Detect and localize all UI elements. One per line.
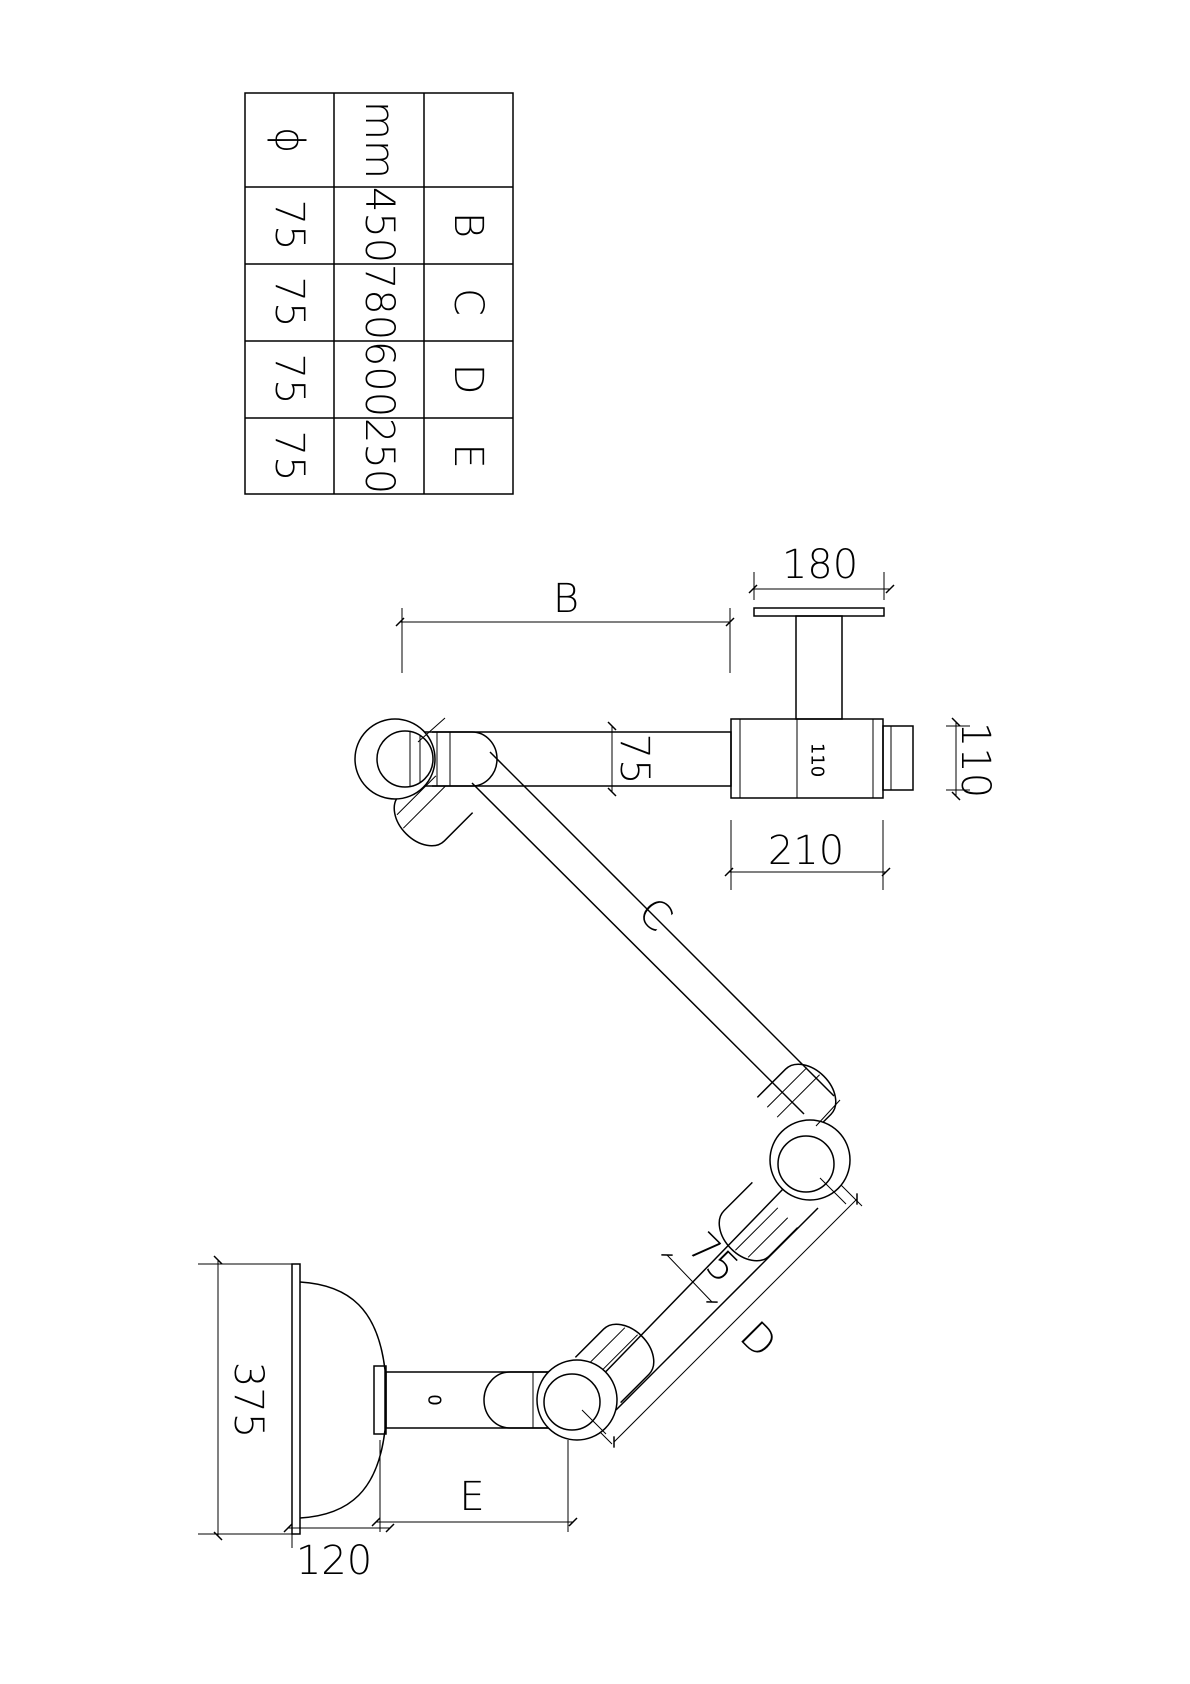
arm-b-diameter: 75 — [611, 734, 657, 785]
dim-120: 120 — [283, 1523, 395, 1584]
table-border — [244, 92, 514, 495]
mount-plate — [753, 607, 885, 617]
row-c-mm: 780 — [356, 264, 402, 340]
dim-b-label: B — [553, 576, 579, 622]
joint-bottom — [536, 1359, 618, 1441]
row-e-diameter: 75 — [266, 431, 312, 482]
diameter-header: ϕ — [266, 127, 312, 153]
hood-dome — [299, 1281, 386, 1519]
arm-c-edge-right — [489, 751, 835, 1097]
dim-d-label: D — [731, 1313, 785, 1367]
row-b-label: B — [445, 212, 491, 238]
arm-c-edge-left — [471, 782, 805, 1115]
dim-120-label: 120 — [296, 1538, 372, 1584]
mount-post — [795, 615, 843, 720]
arm-e-marker: 0 — [424, 1394, 445, 1405]
arm-d: 75 — [574, 1181, 819, 1411]
arm-c-sleeve-bottom — [756, 1063, 837, 1144]
arm-b-tube — [409, 731, 732, 787]
dim-180-label: 180 — [782, 542, 858, 588]
joint-top-inner — [376, 730, 434, 788]
dim-b: B — [395, 576, 735, 673]
dim-110-label: 110 — [952, 722, 998, 798]
dim-210-label: 210 — [768, 828, 844, 874]
arm-e-sleeve — [483, 1371, 560, 1429]
dim-c-label: C — [629, 889, 681, 941]
dim-e-label: E — [459, 1474, 484, 1520]
arm-c: C — [393, 751, 837, 1144]
row-d-label: D — [445, 364, 491, 395]
dim-110: 110 — [946, 717, 998, 801]
joint-bottom-inner — [543, 1373, 601, 1431]
dim-375-label: 375 — [225, 1362, 271, 1438]
row-e-label: E — [445, 443, 491, 468]
row-c-label: C — [445, 288, 491, 316]
arm-d-diameter: 75 — [679, 1224, 748, 1293]
arm-c-sleeve-top — [393, 766, 474, 847]
unit-header: mm — [356, 101, 402, 179]
dim-e: E — [371, 1440, 578, 1532]
arm-b: 75 — [409, 721, 732, 797]
mount-stub — [882, 725, 914, 791]
spec-table: ϕ mm 75 450 B 75 780 C 75 600 D 75 250 E — [244, 92, 514, 495]
row-b-diameter: 75 — [266, 200, 312, 251]
wall-mount: 110 — [730, 607, 914, 799]
dim-d: D — [587, 1179, 863, 1448]
hood — [291, 1263, 386, 1535]
row-d-diameter: 75 — [266, 354, 312, 405]
dim-210: 210 — [724, 820, 891, 890]
row-b-mm: 450 — [356, 187, 402, 263]
hood-rim — [291, 1263, 301, 1535]
dim-180: 180 — [748, 542, 895, 600]
row-e-mm: 250 — [356, 418, 402, 494]
dim-375: 375 — [198, 1255, 296, 1541]
row-d-mm: 600 — [356, 341, 402, 417]
arm-b-sleeve — [432, 731, 498, 787]
arm-e-flange — [373, 1365, 387, 1435]
joint-middle — [769, 1099, 851, 1205]
joint-top — [354, 717, 446, 800]
mount-inner-110: 110 — [807, 743, 828, 777]
row-c-diameter: 75 — [266, 277, 312, 328]
